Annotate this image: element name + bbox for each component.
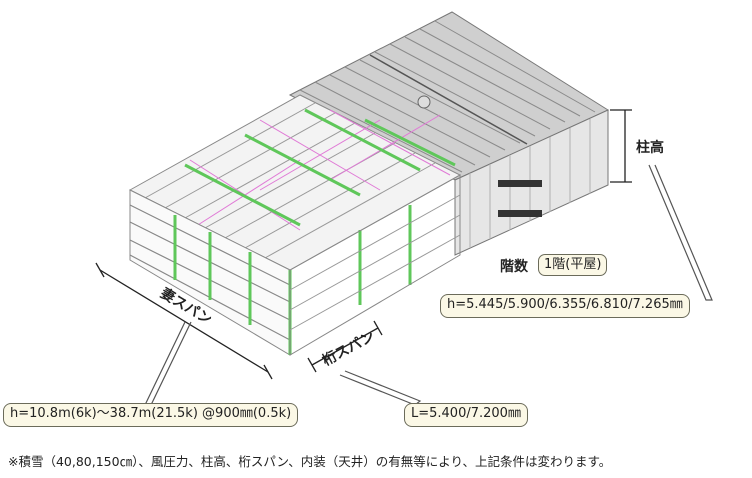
floors-label: 階数 bbox=[500, 259, 528, 275]
green-rafters bbox=[184, 108, 456, 227]
roof-ridge bbox=[369, 54, 528, 145]
wall-windows bbox=[498, 180, 542, 217]
pillar-height-label: 柱高 bbox=[636, 140, 664, 156]
roof-vent bbox=[417, 95, 431, 109]
gable-end bbox=[289, 174, 461, 356]
gable-girts bbox=[289, 194, 461, 331]
beam-values-callout: L=5.400/7.200㎜ bbox=[404, 403, 528, 427]
floors-value: 1階(平屋) bbox=[538, 254, 608, 276]
height-values-callout: h=5.445/5.900/6.355/6.810/7.265㎜ bbox=[440, 294, 690, 318]
footnote: ※積雪（40,80,150㎝）、風圧力、柱高、桁スパン、内装（天井）の有無等によ… bbox=[8, 454, 612, 469]
pillar-height-bracket bbox=[610, 109, 632, 183]
roof-ribs bbox=[299, 20, 596, 173]
gable-span-dimension bbox=[95, 262, 273, 380]
beam-span-dimension bbox=[307, 320, 383, 373]
gable-values-callout: h=10.8m(6k)～38.7m(21.5k) @900㎜(0.5k) bbox=[3, 403, 299, 427]
